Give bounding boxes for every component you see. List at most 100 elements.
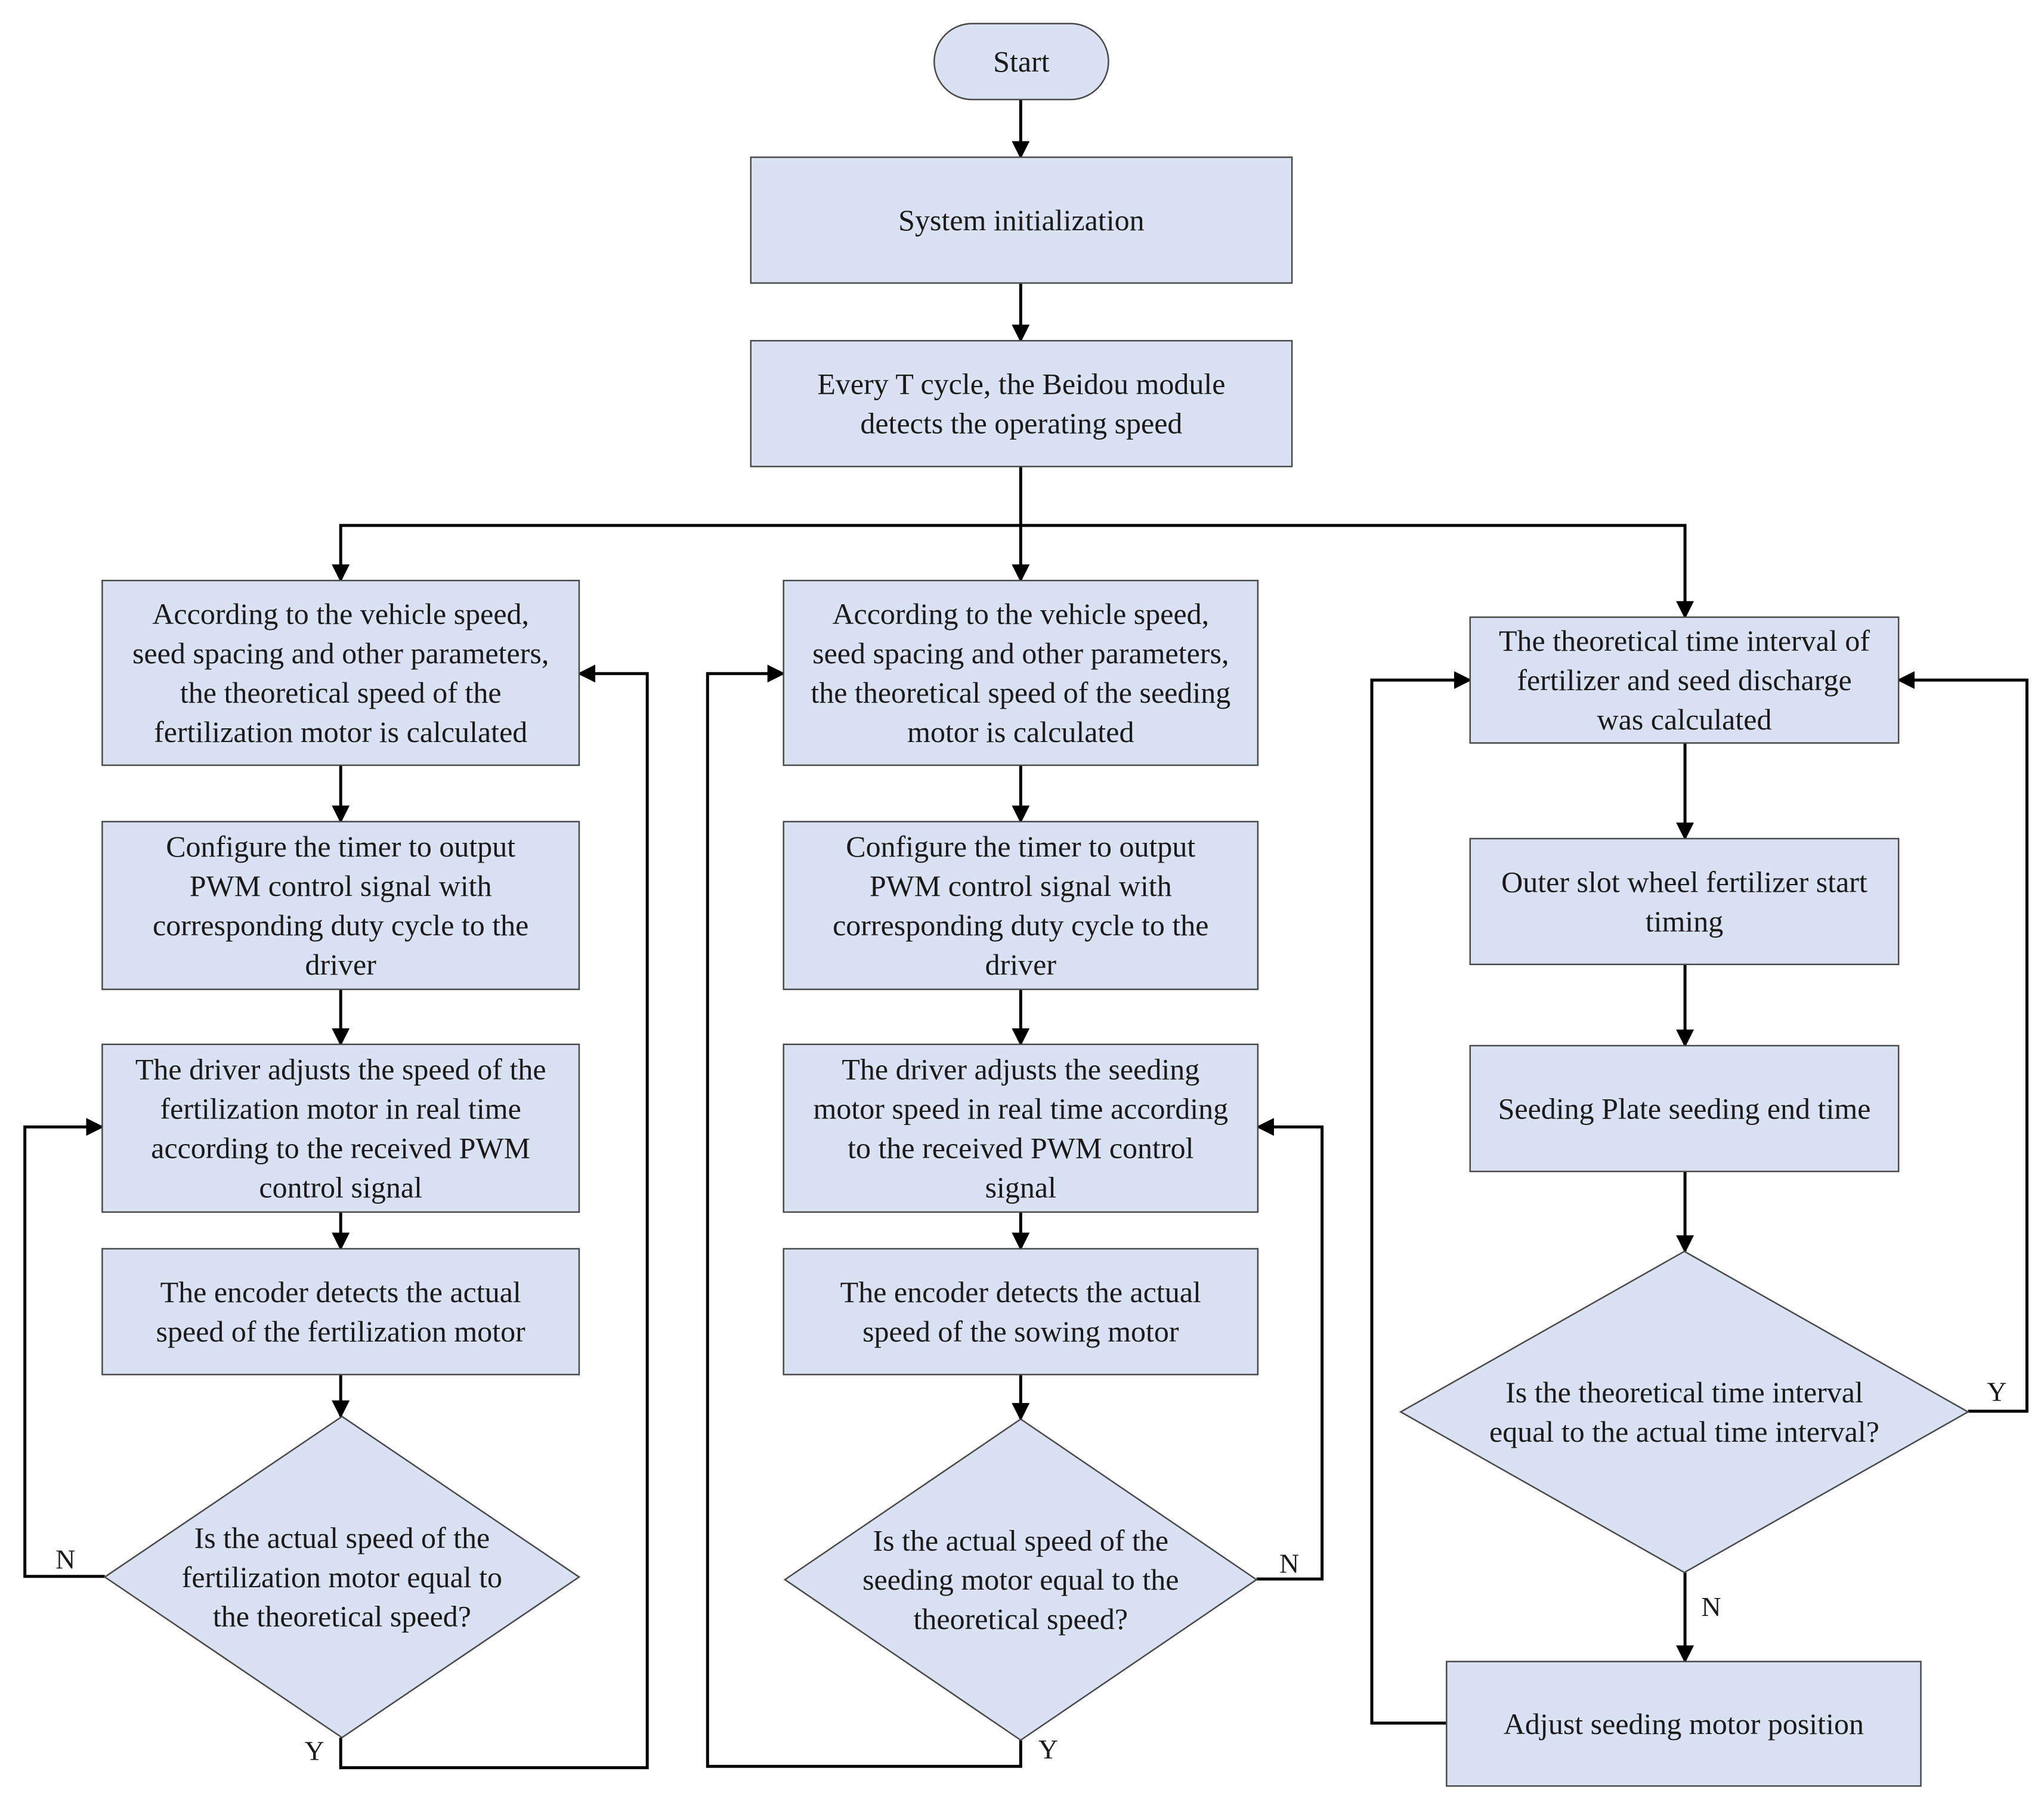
- node-text-line: seed spacing and other parameters,: [132, 636, 549, 670]
- node-text-line: System initialization: [898, 203, 1144, 237]
- node-text-line: to the received PWM control: [848, 1131, 1193, 1164]
- node-m-dec: Is the actual speed of the seeding motor …: [783, 1418, 1258, 1741]
- node-text-line: seeding motor equal to the: [862, 1563, 1179, 1596]
- node-text-line: Seeding Plate seeding end time: [1498, 1092, 1871, 1126]
- edge-label-r-yes: Y: [1987, 1377, 2006, 1407]
- node-text-line: corresponding duty cycle to the: [833, 908, 1208, 942]
- connectors: [23, 100, 2028, 1769]
- node-text-line: driver: [985, 948, 1057, 981]
- node-text-line: According to the vehicle speed,: [832, 597, 1209, 630]
- node-text-line: motor is calculated: [907, 715, 1134, 749]
- node-text-line: Is the actual speed of the: [873, 1523, 1168, 1557]
- node-start: Start: [933, 23, 1109, 101]
- process-box: [1469, 837, 1900, 966]
- edge-labels: N Y N Y Y N: [55, 1377, 2006, 1766]
- node-text-line: The encoder detects the actual: [840, 1275, 1201, 1309]
- node-text-line: Is the actual speed of the: [194, 1521, 490, 1554]
- node-text-line: Is the theoretical time interval: [1505, 1376, 1863, 1409]
- node-text-line: fertilization motor in real time: [160, 1092, 521, 1126]
- edge-label-l-no: N: [55, 1544, 75, 1575]
- node-text-line: fertilization motor is calculated: [154, 715, 527, 749]
- process-box: [101, 1248, 580, 1376]
- node-text-line: speed of the fertilization motor: [156, 1315, 526, 1348]
- node-text-line: according to the received PWM: [151, 1131, 530, 1164]
- node-l-calc: According to the vehicle speed, seed spac…: [101, 579, 580, 766]
- edge-radj-loop: [1370, 671, 1472, 1725]
- edge-mdec-no-loop: [1256, 1118, 1324, 1581]
- edge-rdec-yes-loop: [1897, 671, 2028, 1413]
- node-detect: Every T cycle, the Beidou module detects …: [750, 339, 1293, 468]
- node-text-line: Start: [993, 45, 1050, 78]
- node-r-end: Seeding Plate seeding end time: [1469, 1044, 1900, 1173]
- node-text-line: seed spacing and other parameters,: [812, 636, 1229, 670]
- node-text-line: Configure the timer to output: [166, 830, 515, 863]
- node-r-calc: The theoretical time interval of fertiliz…: [1469, 616, 1900, 744]
- node-text-line: detects the operating speed: [860, 407, 1182, 440]
- node-text-line: fertilization motor equal to: [182, 1560, 502, 1594]
- node-l-enc: The encoder detects the actual speed of t…: [101, 1248, 580, 1376]
- node-text-line: PWM control signal with: [870, 869, 1172, 902]
- process-box: [1446, 1661, 1922, 1787]
- node-text-line: motor speed in real time according: [814, 1092, 1229, 1126]
- process-box: [750, 156, 1293, 284]
- process-box: [783, 579, 1259, 766]
- node-text-line: Outer slot wheel fertilizer start: [1501, 865, 1867, 898]
- node-r-start: Outer slot wheel fertilizer start timing: [1469, 837, 1900, 966]
- node-text-line: signal: [985, 1170, 1056, 1204]
- node-l-adj: The driver adjusts the speed of the ferti…: [101, 1043, 580, 1213]
- process-box: [101, 821, 580, 990]
- process-box: [101, 579, 580, 766]
- node-text-line: The driver adjusts the speed of the: [135, 1053, 546, 1086]
- edge-label-m-yes: Y: [1038, 1734, 1058, 1764]
- process-box: [783, 1248, 1259, 1376]
- decision-diamond: [1399, 1250, 1970, 1574]
- decision-diamond: [103, 1415, 581, 1739]
- node-text-line: fertilizer and seed discharge: [1517, 663, 1851, 697]
- node-m-calc: According to the vehicle speed, seed spac…: [783, 579, 1259, 766]
- decision-diamond: [783, 1418, 1258, 1741]
- node-text-line: Every T cycle, the Beidou module: [817, 367, 1225, 401]
- node-text-line: the theoretical speed of the seeding: [811, 676, 1230, 709]
- node-r-dec: Is the theoretical time interval equal to…: [1399, 1250, 1970, 1574]
- node-text-line: speed of the sowing motor: [862, 1315, 1179, 1348]
- node-text-line: PWM control signal with: [190, 869, 492, 902]
- node-text-line: driver: [305, 948, 377, 981]
- edge-label-l-yes: Y: [305, 1735, 324, 1766]
- node-text-line: The encoder detects the actual: [160, 1275, 521, 1309]
- process-box: [101, 1043, 580, 1213]
- edge-mdec-yes-loop: [706, 664, 1022, 1768]
- node-text-line: equal to the actual time interval?: [1489, 1415, 1879, 1448]
- terminal-shape: [933, 23, 1109, 101]
- node-text-line: the theoretical speed of the: [180, 676, 502, 709]
- process-box: [1469, 1044, 1900, 1173]
- node-text-line: Configure the timer to output: [846, 830, 1195, 863]
- node-m-adj: The driver adjusts the seeding motor spee…: [783, 1043, 1259, 1213]
- edge-label-r-no: N: [1701, 1591, 1721, 1622]
- process-box: [783, 821, 1259, 990]
- process-box: [750, 339, 1293, 468]
- node-init: System initialization: [750, 156, 1293, 284]
- edge-label-m-no: N: [1279, 1548, 1299, 1578]
- node-text-line: timing: [1646, 904, 1724, 938]
- node-text-line: the theoretical speed?: [213, 1600, 471, 1633]
- node-r-adj: Adjust seeding motor position: [1446, 1661, 1922, 1787]
- edge-ldec-yes-loop: [339, 664, 649, 1769]
- node-text-line: was calculated: [1597, 703, 1772, 736]
- node-text-line: theoretical speed?: [914, 1602, 1128, 1636]
- node-text-line: The driver adjusts the seeding: [842, 1053, 1199, 1086]
- process-box: [1469, 616, 1900, 744]
- node-text-line: corresponding duty cycle to the: [153, 908, 528, 942]
- edge-detect-right: [1021, 524, 1694, 619]
- node-text-line: The theoretical time interval of: [1499, 624, 1870, 657]
- edge-ldec-no-loop: [23, 1118, 105, 1578]
- node-text-line: According to the vehicle speed,: [152, 597, 529, 630]
- node-text-line: Adjust seeding motor position: [1504, 1707, 1864, 1741]
- edge-detect-left: [332, 524, 1021, 583]
- process-box: [783, 1043, 1259, 1213]
- node-m-enc: The encoder detects the actual speed of t…: [783, 1248, 1259, 1376]
- node-l-dec: Is the actual speed of the fertilization …: [103, 1415, 581, 1739]
